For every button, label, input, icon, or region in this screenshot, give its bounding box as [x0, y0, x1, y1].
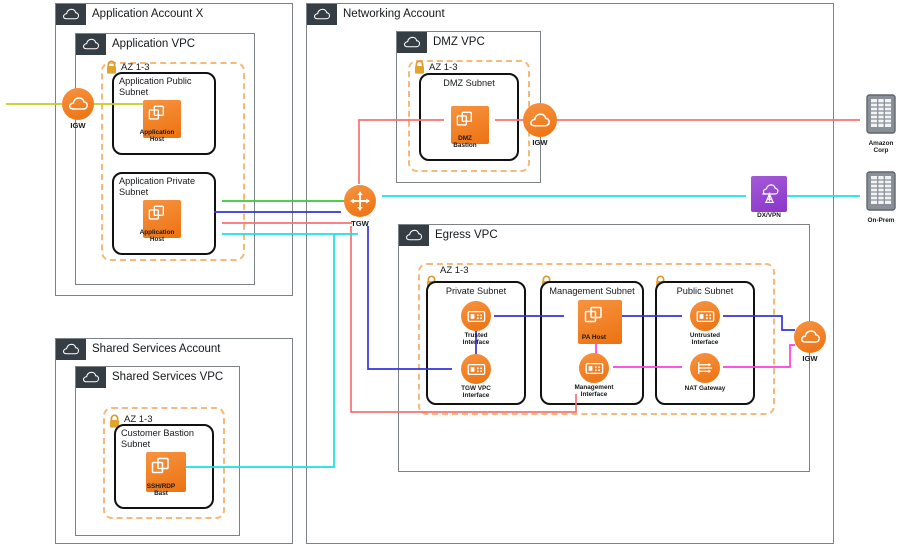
node-label-app-host-public-line2: Host [149, 136, 165, 143]
node-label-amazon-corp-line2: Corp [873, 147, 889, 154]
ec2-instance-icon [143, 200, 181, 238]
subnet-title-customer-bastion-line2: Subnet [121, 439, 151, 449]
network-interface-icon [461, 354, 491, 384]
node-label-dx-vpn: DX/VPN [757, 212, 781, 219]
subnet-title-application-private-line2: Subnet [119, 187, 149, 197]
node-label-tgw: TGW [351, 219, 369, 228]
node-label-management-interface-line1: Management [574, 384, 614, 391]
ec2-instance-icon [146, 452, 186, 492]
node-label-ssh-rdp-bastion-line2: Bast [154, 490, 168, 497]
lock-icon [413, 60, 426, 75]
subnet-title-private: Private Subnet [445, 286, 507, 296]
node-label-untrusted-interface-line1: Untrusted [689, 332, 721, 339]
group-title-application-vpc: Application VPC [112, 38, 196, 50]
az-label-egress: AZ 1-3 [440, 265, 469, 276]
transit-gateway-icon [344, 185, 376, 217]
nat-gateway-icon [690, 353, 720, 383]
network-interface-icon [461, 301, 491, 331]
node-label-app-host-private-line2: Host [149, 236, 165, 243]
az-label-dmz: AZ 1-3 [429, 62, 458, 73]
group-title-dmz-vpc: DMZ VPC [433, 36, 485, 48]
cloud-icon [398, 224, 429, 246]
subnet-title-application-public-line2: Subnet [119, 87, 149, 97]
node-label-igw-dmz: IGW [532, 138, 548, 147]
group-title-shared-services-account: Shared Services Account [92, 343, 221, 355]
cloud-icon [75, 366, 106, 388]
group-title-egress-vpc: Egress VPC [435, 229, 498, 241]
node-label-ssh-rdp-bastion-line1: SSH/RDP [146, 483, 176, 490]
node-label-dmz-bastion-line2: Bastion [453, 142, 477, 149]
node-label-app-host-public-line1: Application [139, 129, 175, 136]
ec2-instance-icon [578, 300, 622, 344]
node-label-untrusted-interface-line2: Interface [691, 339, 719, 346]
cloud-icon [55, 3, 86, 25]
node-label-igw-egress: IGW [802, 354, 818, 363]
az-label-application: AZ 1-3 [121, 62, 150, 73]
cloud-icon [396, 31, 427, 53]
node-label-trusted-interface-line1: Trusted [464, 332, 488, 339]
internet-gateway-icon [62, 88, 94, 120]
az-box-application [101, 62, 245, 261]
node-label-igw-app: IGW [70, 121, 86, 130]
node-label-on-prem: On-Prem [867, 217, 895, 224]
subnet-title-dmz: DMZ Subnet [443, 78, 495, 88]
ec2-instance-icon [451, 106, 489, 144]
subnet-title-management: Management Subnet [549, 286, 635, 296]
direct-connect-vpn-icon [751, 176, 787, 212]
ec2-instance-icon [143, 100, 181, 138]
node-label-app-host-private-line1: Application [139, 229, 175, 236]
subnet-title-public: Public Subnet [676, 286, 734, 296]
subnet-title-application-private-line1: Application Private [119, 176, 196, 186]
node-label-pa-host: PA Host [581, 334, 607, 341]
group-title-networking-account: Networking Account [343, 8, 445, 20]
node-label-trusted-interface-line2: Interface [462, 339, 490, 346]
cloud-icon [306, 3, 337, 25]
group-title-shared-services-vpc: Shared Services VPC [112, 371, 224, 383]
network-interface-icon [690, 301, 720, 331]
cloud-icon [75, 33, 106, 55]
az-label-shared: AZ 1-3 [124, 414, 153, 425]
node-label-amazon-corp-line1: Amazon [868, 140, 894, 147]
node-label-management-interface-line2: Interface [580, 391, 608, 398]
lock-icon [105, 60, 118, 75]
cloud-icon [55, 338, 86, 360]
corporate-datacenter-icon [864, 93, 898, 137]
node-label-tgw-vpc-interface-line1: TGW VPC [461, 385, 491, 392]
internet-gateway-icon [523, 103, 557, 137]
node-label-nat-gateway: NAT Gateway [684, 385, 726, 392]
subnet-title-customer-bastion-line1: Customer Bastion [121, 428, 195, 438]
group-application-account: Application Account X [55, 3, 293, 296]
node-label-tgw-vpc-interface-line2: Interface [462, 392, 490, 399]
subnet-title-application-public-line1: Application Public [119, 76, 192, 86]
network-interface-icon [579, 353, 609, 383]
internet-gateway-icon [794, 321, 826, 353]
node-label-dmz-bastion-line1: DMZ [458, 135, 472, 142]
corporate-datacenter-icon [864, 170, 898, 214]
group-title-application-account: Application Account X [92, 8, 204, 20]
group-application-vpc: Application VPC [75, 33, 255, 285]
